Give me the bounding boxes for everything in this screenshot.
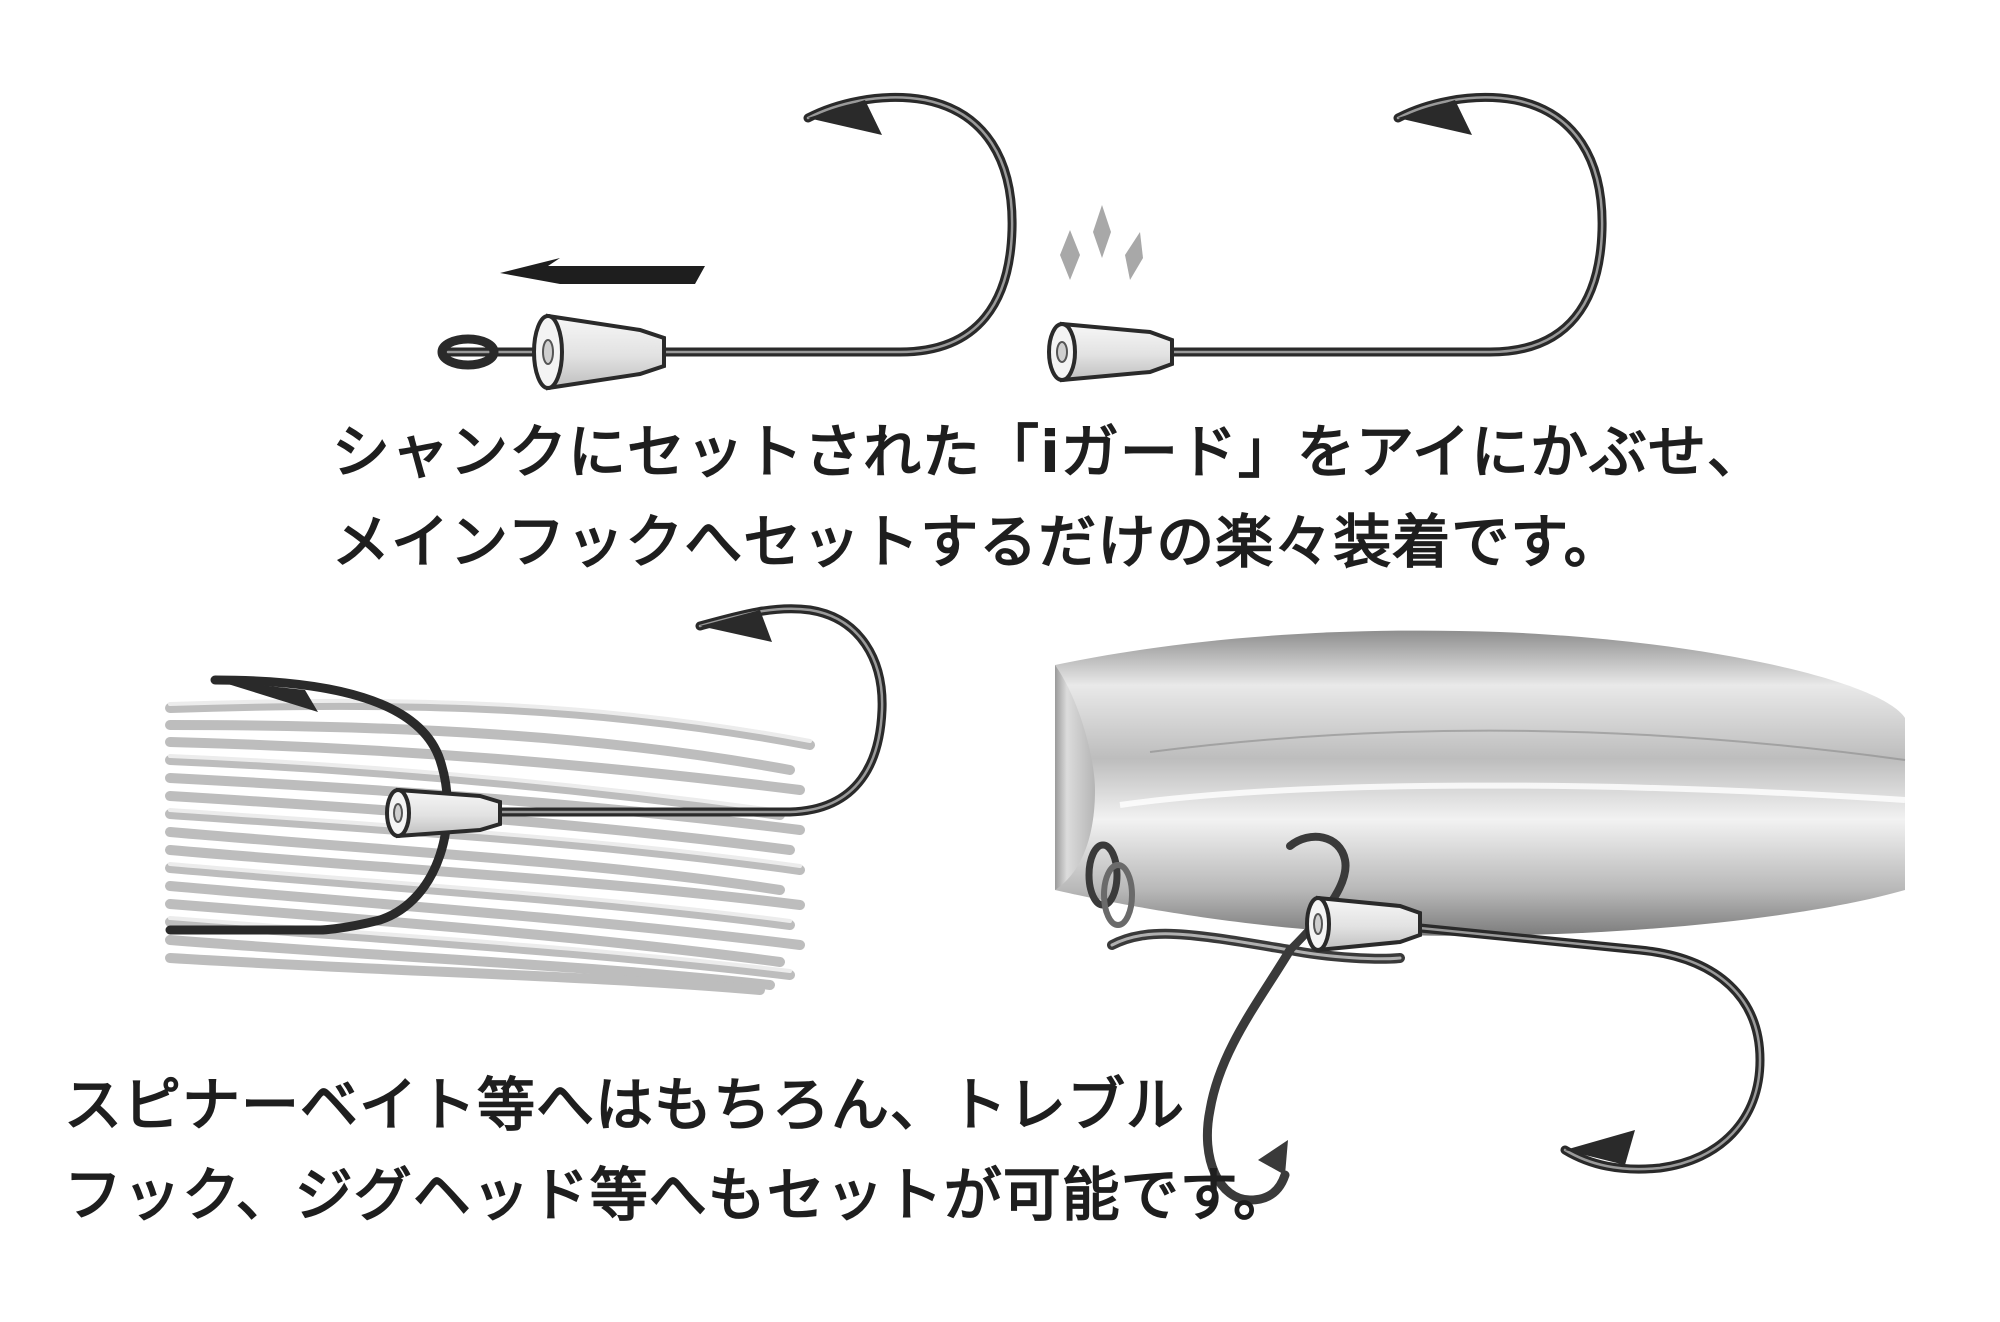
left-arrow-icon [500, 258, 705, 284]
caption-top-line-1: シャンクにセットされた「iガード」をアイにかぶせ、 [332, 418, 1766, 486]
guard-cone-lure [1316, 895, 1422, 953]
guard-cone-right [1060, 321, 1174, 383]
hook-eye-left [437, 334, 499, 370]
treble-hook [1085, 832, 1405, 1205]
guard-cone-skirt [396, 787, 502, 839]
lure-trailer-hook [1305, 895, 1765, 1174]
caption-top-line-2: メインフックへセットするだけの楽々装着です。 [332, 508, 1623, 576]
spinnerbait-skirt [165, 698, 815, 995]
hook-barb-left [808, 100, 882, 135]
hook-with-guard-left [437, 92, 1017, 391]
caption-bottom-line-1: スピナーベイト等へはもちろん、トレブル [64, 1071, 1186, 1139]
lure-body [1055, 630, 1906, 936]
guard-cone-left [546, 313, 666, 391]
hook-with-guard-right [1047, 92, 1607, 383]
hook-shank-left [443, 92, 1017, 357]
caption-bottom-line-2: フック、ジグヘッド等へもセットが可能です。 [64, 1161, 1292, 1229]
click-spark-icon [1060, 205, 1143, 280]
trailer-hook [385, 604, 887, 839]
